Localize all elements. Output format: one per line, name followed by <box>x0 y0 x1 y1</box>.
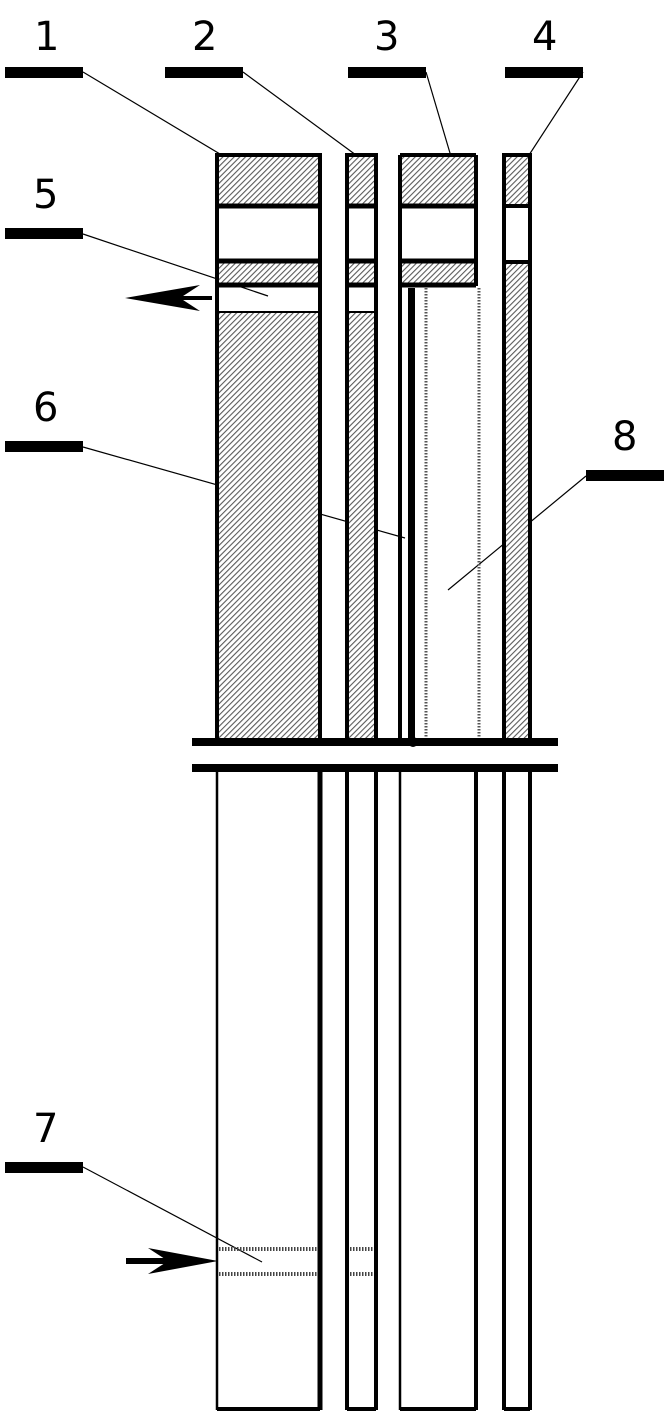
hatched-regions <box>217 155 530 740</box>
arrow-left-icon <box>125 285 212 311</box>
leader-2 <box>242 71 361 159</box>
label-bars <box>5 67 664 1173</box>
inlet-channel-7 <box>219 1247 374 1276</box>
chamber-8 <box>424 288 481 738</box>
label-bar-5 <box>5 228 83 239</box>
label-bar-1 <box>5 67 83 78</box>
label-bar-4 <box>505 67 583 78</box>
inlet-arrow-head <box>148 1248 218 1274</box>
label-bar-8 <box>586 470 664 481</box>
col2-body <box>347 312 376 740</box>
rod-6-core <box>415 288 418 743</box>
leader-7 <box>82 1166 263 1263</box>
col1-band <box>217 262 320 284</box>
label-6: 6 <box>33 385 58 431</box>
label-4: 4 <box>532 14 557 60</box>
col2-band <box>347 262 376 284</box>
label-5: 5 <box>33 172 58 218</box>
label-bar-6 <box>5 441 83 452</box>
label-numbers: 1 2 3 4 5 6 8 7 <box>33 14 637 1152</box>
col4-top-cap <box>504 155 530 205</box>
rod-6 <box>408 288 418 747</box>
label-bar-7 <box>5 1162 83 1173</box>
col2-top-cap <box>347 155 376 205</box>
label-3: 3 <box>374 14 399 60</box>
col4-body <box>504 262 530 740</box>
plate-lower <box>192 764 558 772</box>
arrow-right-icon <box>126 1248 218 1274</box>
label-bar-2 <box>165 67 243 78</box>
col1-body <box>217 312 320 740</box>
rod-6-shaft <box>408 288 415 743</box>
col3-top-cap <box>400 155 476 205</box>
lower-section <box>215 772 532 1411</box>
plate-upper <box>192 738 558 746</box>
outlet-arrow-head <box>125 285 200 311</box>
label-1: 1 <box>34 14 59 60</box>
upper-section <box>215 153 532 742</box>
label-7: 7 <box>33 1106 58 1152</box>
col3-band <box>400 262 476 284</box>
label-2: 2 <box>192 14 217 60</box>
col1-top-cap <box>217 155 320 205</box>
middle-plates <box>192 738 558 772</box>
label-bar-3 <box>348 67 426 78</box>
label-8: 8 <box>612 414 637 460</box>
